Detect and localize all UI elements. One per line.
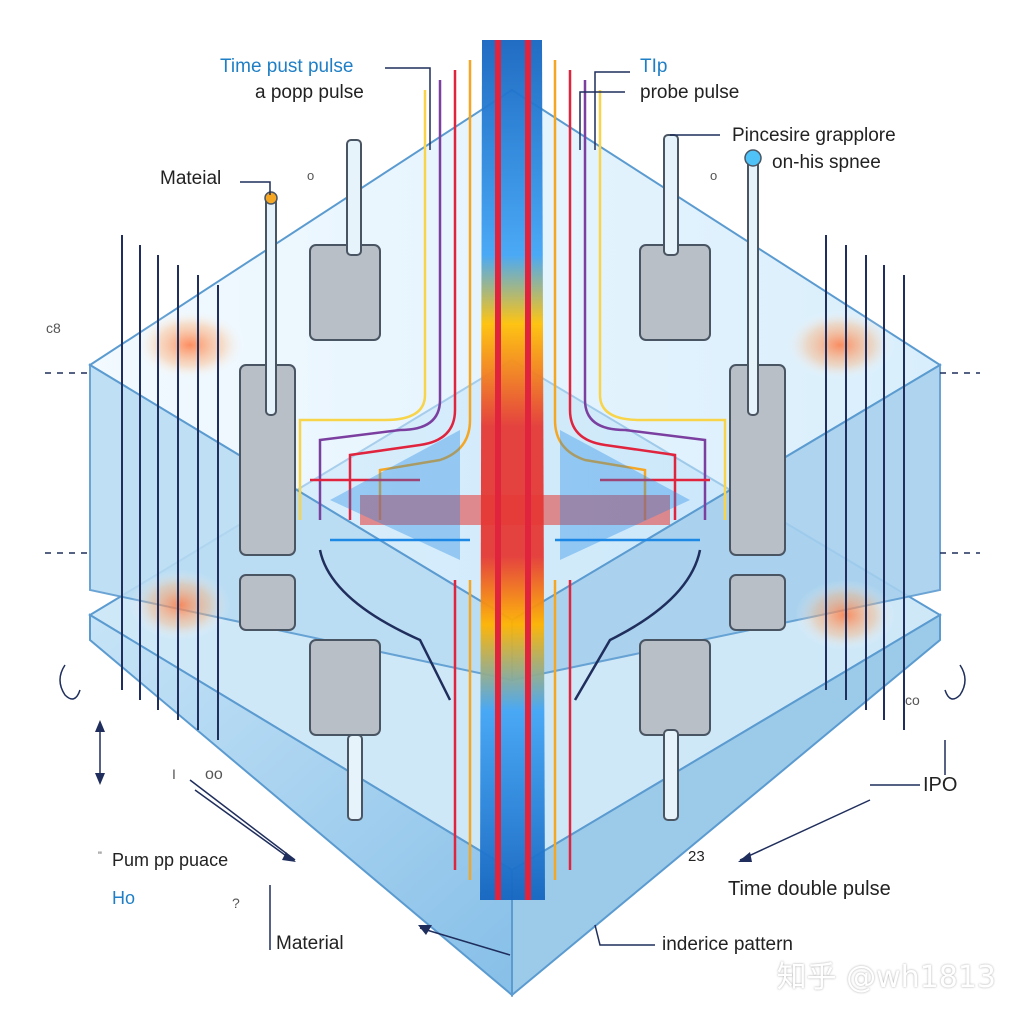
outer-field-lines — [121, 235, 905, 740]
label-time-double-pulse: Time double pulse — [728, 878, 891, 900]
probe-tip-blue — [744, 149, 762, 167]
arrow-up-icon — [95, 720, 105, 732]
central-beam — [360, 40, 670, 900]
probe-clamps — [239, 244, 786, 736]
label-popp-pulse: a popp pulse — [255, 82, 364, 103]
label-mateial: Mateial — [160, 168, 222, 189]
label-small-o-left: o — [307, 168, 315, 183]
label-23: 23 — [688, 848, 705, 865]
label-quote-mark: " — [98, 850, 102, 862]
label-material: Material — [276, 933, 344, 954]
cross-pattern — [330, 430, 690, 560]
beam-fan-lines — [298, 60, 727, 880]
label-one: I — [172, 766, 176, 782]
label-ipo: IPO — [923, 774, 958, 796]
label-pump-pulse: Pum pp puace — [112, 850, 229, 870]
label-probe-pulse: probe pulse — [640, 82, 740, 103]
label-on-his-spnee: on-his spnee — [772, 152, 881, 173]
label-c8: c8 — [46, 320, 61, 336]
label-oo: oo — [205, 766, 223, 783]
probe-tip-orange — [264, 191, 278, 205]
label-inderice-pattern: inderice pattern — [662, 934, 793, 955]
label-time-pust-pulse: Time pust pulse — [220, 56, 354, 77]
arrow-right-icon — [282, 852, 296, 862]
callout-leaders — [59, 67, 966, 956]
arrow-down-icon — [95, 773, 105, 785]
label-question: ? — [232, 895, 240, 911]
label-ho: Ho — [112, 888, 136, 908]
label-co: co — [905, 692, 920, 708]
watermark: 知乎 @wh1813 — [776, 960, 996, 995]
reference-dashes — [45, 372, 980, 554]
arrow-left-icon-2 — [738, 852, 752, 862]
label-pincesire-grapplore: Pincesire grapplore — [732, 125, 896, 146]
label-small-o-right: o — [710, 168, 718, 183]
label-tip: TIp — [640, 56, 668, 77]
probe-rods — [265, 134, 759, 821]
arrow-left-icon — [418, 925, 432, 935]
